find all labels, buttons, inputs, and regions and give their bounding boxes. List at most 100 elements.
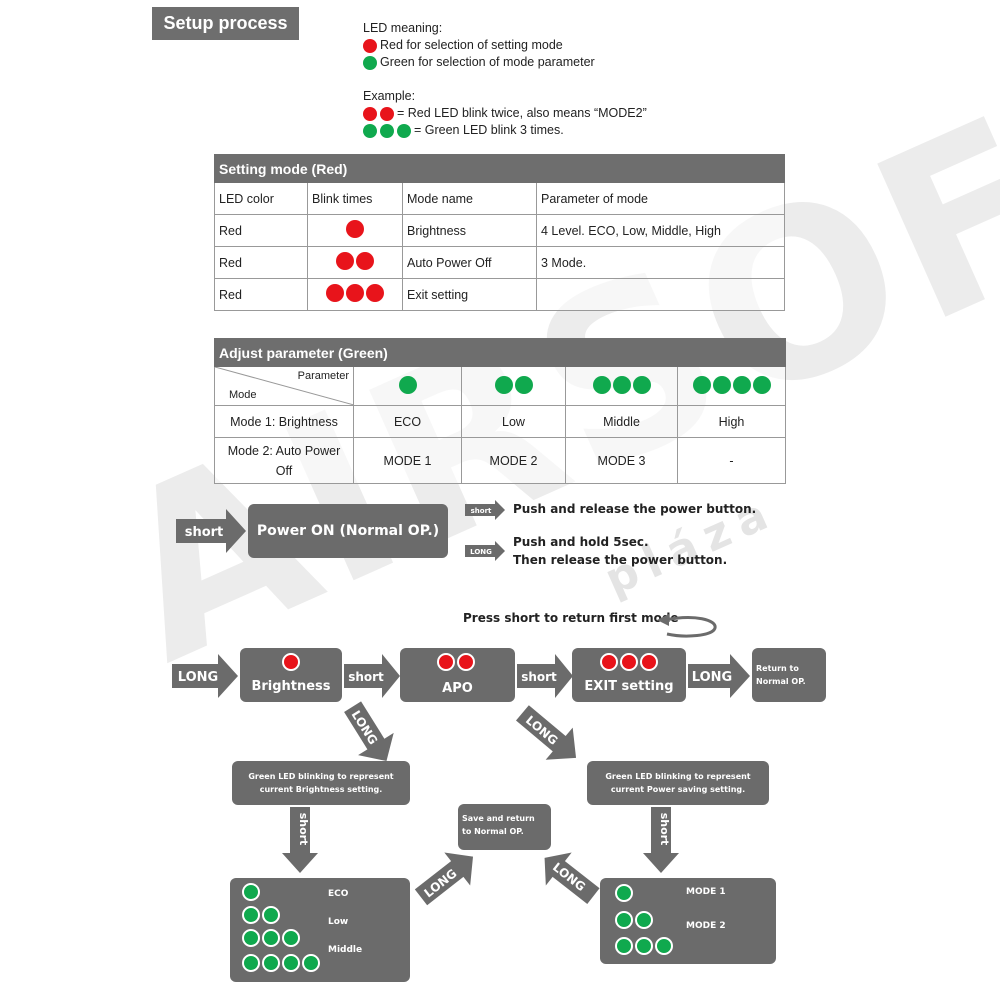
red-led-icon: [457, 653, 475, 671]
short-arrow-label: short: [348, 670, 384, 684]
return-normal-line1: Return to: [756, 664, 799, 673]
value-cell: MODE 3: [565, 437, 678, 484]
low-label: Low: [328, 917, 349, 927]
green-led-icon: [712, 375, 731, 394]
green-led-icon: [615, 884, 633, 902]
apo-modes-box: MODE 1 MODE 2: [600, 878, 776, 964]
green-brightness-box: Green LED blinking to represent current …: [232, 761, 410, 805]
param-cell: 4 Level. ECO, Low, Middle, High: [536, 214, 785, 247]
long-up-arrow: LONG: [544, 852, 600, 904]
green-led-icon: [615, 937, 633, 955]
blink-header-1: [353, 366, 462, 406]
green-led-icon: [380, 123, 394, 138]
green-led-icon: [612, 375, 631, 394]
long-arrow-label: LONG: [178, 670, 218, 685]
example-heading: Example:: [363, 89, 416, 103]
red-led-icon: [346, 284, 364, 302]
mode-name-cell: Brightness: [402, 214, 537, 247]
red-led-icon: [366, 284, 384, 302]
legend-red: Red for selection of setting mode: [363, 37, 647, 54]
brightness-label: Brightness: [251, 679, 331, 694]
green-led-icon: [282, 954, 300, 972]
long-legend-label: LONG: [470, 548, 492, 556]
short-down-arrow: short: [643, 807, 679, 873]
save-return-box: Save and return to Normal OP.: [458, 804, 551, 850]
green-led-icon: [363, 55, 377, 70]
green-led-icon: [592, 375, 611, 394]
corner-mode-label: Mode: [229, 389, 257, 401]
apo-label: APO: [442, 681, 473, 696]
short-arrow: short: [517, 654, 573, 698]
value-cell: Low: [461, 405, 566, 438]
corner-cell: Parameter Mode: [214, 366, 354, 406]
green-led-icon: [262, 906, 280, 924]
led-color-cell: Red: [214, 246, 308, 279]
blink-header-4: [677, 366, 786, 406]
blink-header-2: [461, 366, 566, 406]
green-led-icon: [494, 375, 513, 394]
green-led-icon: [242, 906, 260, 924]
long-arrow: LONG: [172, 654, 238, 698]
green-led-icon: [635, 911, 653, 929]
table-row: Red Exit setting: [214, 278, 785, 311]
eco-label: ECO: [328, 889, 349, 899]
green-led-icon: [655, 937, 673, 955]
table-row: Red Auto Power Off 3 Mode.: [214, 246, 785, 279]
red-led-icon: [363, 106, 377, 121]
mode-cell: Mode 1: Brightness: [214, 405, 354, 438]
example-green: = Green LED blink 3 times.: [363, 122, 647, 139]
red-led-icon: [437, 653, 455, 671]
mode1-label: MODE 1: [686, 887, 726, 897]
green-led-icon: [302, 954, 320, 972]
green-led-icon: [242, 883, 260, 901]
mode-name-cell: Exit setting: [402, 278, 537, 311]
long-legend-arrow: LONG: [465, 541, 505, 561]
brightness-box: Brightness: [240, 648, 342, 702]
mode-cell-line2: Off: [275, 463, 293, 478]
green-power-line2: current Power saving setting.: [610, 785, 746, 794]
return-normal-line2: Normal OP.: [756, 677, 806, 686]
value-cell: High: [677, 405, 786, 438]
green-led-icon: [692, 375, 711, 394]
short-arrow-label: short: [185, 525, 224, 540]
green-led-icon: [732, 375, 751, 394]
green-led-icon: [282, 929, 300, 947]
long-description-2: Then release the power button.: [513, 553, 728, 567]
apo-box: APO: [400, 648, 515, 702]
save-return-line2: to Normal OP.: [462, 827, 524, 836]
blink-cell: [307, 278, 403, 311]
green-led-icon: [514, 375, 533, 394]
led-color-cell: Red: [214, 214, 308, 247]
blink-cell: [307, 214, 403, 247]
long-up-arrow: LONG: [414, 852, 474, 906]
red-led-icon: [620, 653, 638, 671]
col-header: Parameter of mode: [536, 182, 785, 215]
short-description: Push and release the power button.: [513, 502, 757, 516]
legend-red-text: Red for selection of setting mode: [380, 38, 563, 52]
green-led-icon: [398, 375, 417, 394]
return-loop-icon: [657, 614, 717, 638]
exit-label: EXIT setting: [584, 679, 674, 694]
mode2-label: MODE 2: [686, 921, 726, 931]
param-cell: 3 Mode.: [536, 246, 785, 279]
red-led-icon: [600, 653, 618, 671]
long-down-arrow: LONG: [515, 705, 577, 760]
value-cell: MODE 2: [461, 437, 566, 484]
col-header: Mode name: [402, 182, 537, 215]
example-red-text: = Red LED blink twice, also means “MODE2…: [397, 106, 647, 120]
green-led-icon: [397, 123, 411, 138]
green-power-box: Green LED blinking to represent current …: [587, 761, 769, 805]
blink-cell: [307, 246, 403, 279]
long-arrow-label: LONG: [692, 670, 732, 685]
led-legend: LED meaning: Red for selection of settin…: [363, 20, 647, 139]
mode-name-cell: Auto Power Off: [402, 246, 537, 279]
led-color-cell: Red: [214, 278, 308, 311]
green-power-line1: Green LED blinking to represent: [605, 772, 751, 781]
long-down-arrow: LONG: [344, 701, 394, 761]
legend-heading: LED meaning:: [363, 21, 443, 35]
green-led-icon: [242, 929, 260, 947]
adjust-table-title: Adjust parameter (Green): [214, 338, 786, 367]
example-green-text: = Green LED blink 3 times.: [414, 123, 564, 137]
power-on-box: Power ON (Normal OP.): [248, 504, 448, 558]
long-description-1: Push and hold 5sec.: [513, 535, 649, 549]
